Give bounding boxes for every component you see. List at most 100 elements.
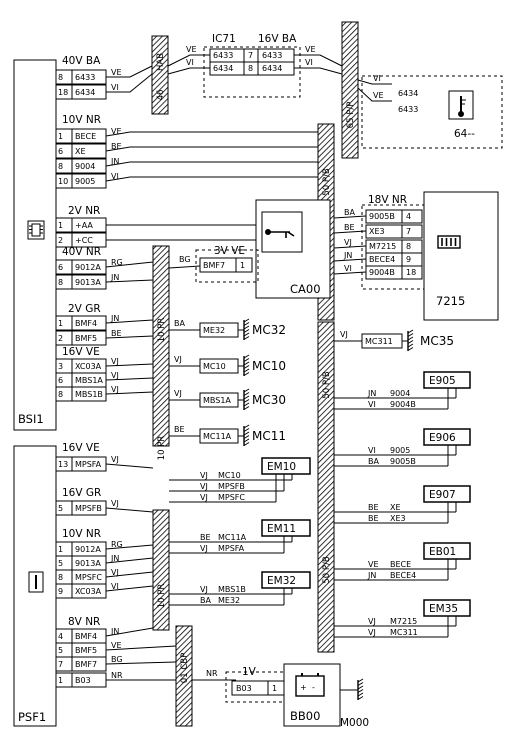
em-wire-color: VJ [200, 471, 208, 480]
e-wire-color: VI [368, 446, 376, 455]
bsi1-wire-color: VI [111, 172, 119, 181]
psf1-signal-name: MPSFB [75, 504, 102, 513]
wire-bsi-10v [105, 146, 318, 152]
mc35-ground-symbol [407, 333, 414, 337]
psf1-wire-color: RG [111, 540, 123, 549]
connector-header: 16V GR [62, 487, 101, 499]
wire-mpsfb [105, 507, 154, 513]
em-wire-color: VJ [200, 493, 208, 502]
module-7215-icon [437, 235, 461, 249]
e-box-label: E907 [429, 489, 456, 501]
psf1-label: PSF1 [18, 710, 46, 724]
m7215-wire: BE [344, 223, 355, 232]
wire-bmf4-psf [105, 627, 154, 637]
bsi1-wire-color: VE [111, 127, 122, 136]
ic71-pin: 7 [248, 51, 253, 60]
bsi1-pin-number: 6 [58, 376, 63, 385]
em-signal: MPSFB [218, 482, 245, 491]
wire-6434-c [294, 67, 343, 75]
mc-ground-label: MC30 [252, 393, 286, 407]
m7215-signal: 9005B [369, 212, 395, 221]
wire-9012a-psf [105, 544, 154, 550]
connector-header: 3V VE [214, 245, 245, 257]
em-signal: MC11A [218, 533, 247, 542]
m000-ground-symbol [357, 692, 364, 697]
mc-ground-symbol [243, 358, 250, 362]
connector-header: 2V GR [68, 303, 101, 315]
module-7215-connector-outline [361, 204, 425, 290]
e-box-label: EB01 [429, 546, 456, 558]
mc-ground-symbol [243, 354, 250, 359]
bsi1-pin-number: 2 [58, 236, 63, 245]
ca00-label: CA00 [290, 282, 321, 296]
wire-6433-a [106, 65, 153, 78]
ic71-left-signal: 6434 [213, 64, 233, 73]
e-signal: 9005B [390, 457, 416, 466]
wire-bmf4 [105, 319, 154, 324]
bsi1-signal-name: MBS1A [75, 376, 103, 385]
psf1-wire-color: BG [111, 655, 123, 664]
mc-ground-symbol [243, 438, 250, 443]
wire-mbs1b [105, 391, 154, 395]
em-signal: MPSFA [218, 544, 245, 553]
bsi1-signal-name: BECE [75, 132, 96, 141]
e-wire-color: VJ [368, 628, 376, 637]
m7215-wire: VJ [344, 238, 352, 247]
em-wire-color: BA [200, 596, 211, 605]
psf1-pin-number: 1 [58, 545, 63, 554]
e-signal: M7215 [390, 617, 417, 626]
mc-ground-symbol [243, 325, 250, 330]
bsi1-pin-number: 6 [58, 147, 63, 156]
bsi1-pin-number: 8 [58, 162, 63, 171]
e-wire-color: BE [368, 514, 379, 523]
harness-pb-low-label: 50 P/B [322, 556, 332, 584]
thermometer-icon [458, 111, 464, 117]
m7215-pin: 9 [406, 255, 411, 264]
e-wire-color: JN [367, 389, 376, 398]
wire-bmf5 [105, 335, 154, 339]
e-signal: BECE [390, 560, 411, 569]
m7215-pin-cell [401, 224, 423, 239]
wire-color: VE [305, 45, 316, 54]
em-box [261, 457, 311, 475]
mc-ground-symbol [243, 395, 250, 400]
e-wire-color: BA [368, 457, 379, 466]
mc-ground-symbol [243, 332, 250, 337]
bsi1-wire-color: VE [111, 68, 122, 77]
module-64-outline [361, 75, 503, 149]
m64-signal: 6433 [398, 105, 418, 114]
mc-ground-symbol [243, 336, 250, 340]
e-signal: 9004B [390, 400, 416, 409]
connector-header: 10V NR [62, 114, 101, 126]
wire-6433-c [294, 54, 343, 67]
mc-wire-color: VJ [174, 355, 182, 364]
mc35-ground-label: MC35 [420, 334, 454, 348]
bsi1-signal-name: 9012A [75, 263, 101, 272]
harness-pr-a-label: 10 PR [157, 318, 167, 343]
m7215-wire: VI [344, 264, 352, 273]
wire-bsi-10v [105, 131, 318, 137]
mc-ground-label: MC11 [252, 429, 286, 443]
key-icon-head [265, 229, 271, 235]
mc-ground-symbol [243, 368, 250, 373]
harness-hab-number: 46 [156, 90, 166, 101]
psf1-signal-name: BMF4 [75, 632, 97, 641]
battery-icon [295, 675, 325, 697]
m7215-pin-cell [401, 239, 423, 254]
psf1-signal-name: 9012A [75, 545, 101, 554]
mc-connector-label: MBS1A [203, 396, 231, 405]
wire-xc03a [105, 363, 154, 367]
mc35-ground-symbol [407, 343, 414, 348]
connector-header: 16V BA [258, 33, 297, 45]
e-signal: 9005 [390, 446, 410, 455]
harness-cbp-label: 01 CBP [180, 653, 190, 683]
psf1-signal-name: B03 [75, 676, 91, 685]
mc-ground-symbol [243, 392, 250, 396]
wire-mbs1a [105, 377, 154, 381]
connector-header: 8V NR [68, 616, 100, 628]
mc-ground-symbol [243, 318, 250, 323]
m7215-pin-cell [401, 209, 423, 224]
m7215-wire: JN [343, 251, 352, 260]
mc-ground-symbol [243, 402, 250, 407]
